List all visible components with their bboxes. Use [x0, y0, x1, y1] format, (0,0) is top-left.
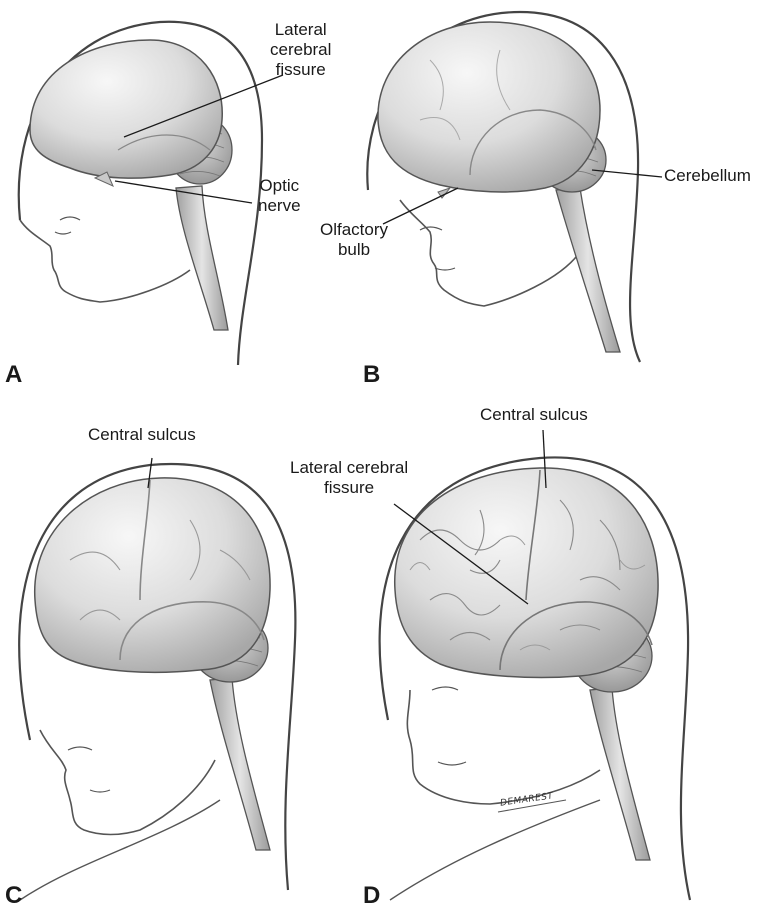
panel-d-cerebrum — [394, 467, 659, 679]
label-d-lateral-cerebral-fissure: Lateral cerebral fissure — [290, 458, 409, 497]
panel-letter-d: D — [363, 882, 381, 909]
panel-b-face — [399, 199, 581, 307]
panel-d-face — [406, 689, 601, 805]
panel-c-cerebrum — [34, 477, 271, 674]
label-a-optic-nerve: Optic nerve — [258, 176, 301, 215]
panel-c-brainstem — [209, 677, 271, 851]
panel-d-head-outline — [378, 456, 692, 901]
label-b-olfactory-bulb: Olfactory bulb — [320, 220, 389, 259]
panel-a-face — [19, 219, 191, 303]
panel-letter-b: B — [363, 361, 381, 388]
panel-b-brainstem — [555, 187, 621, 353]
panel-c-head-outline — [18, 462, 297, 891]
panel-letter-c: C — [5, 882, 23, 909]
label-c-central-sulcus: Central sulcus — [88, 425, 196, 444]
panel-c-drawing — [18, 457, 297, 901]
label-b-cerebellum: Cerebellum — [664, 166, 751, 185]
panel-d-brainstem — [589, 687, 651, 861]
panel-a-brainstem — [175, 185, 229, 331]
panel-a-cerebrum — [29, 39, 223, 179]
panel-b-cerebrum — [377, 21, 601, 193]
panel-b-drawing — [366, 10, 663, 363]
panel-a-drawing — [17, 20, 284, 366]
panel-letter-a: A — [5, 361, 23, 388]
panel-c-face — [39, 729, 216, 836]
panel-d-drawing — [378, 429, 692, 901]
label-a-lateral-cerebral-fissure: Lateral cerebral fissure — [270, 20, 332, 79]
label-d-central-sulcus: Central sulcus — [480, 405, 588, 424]
